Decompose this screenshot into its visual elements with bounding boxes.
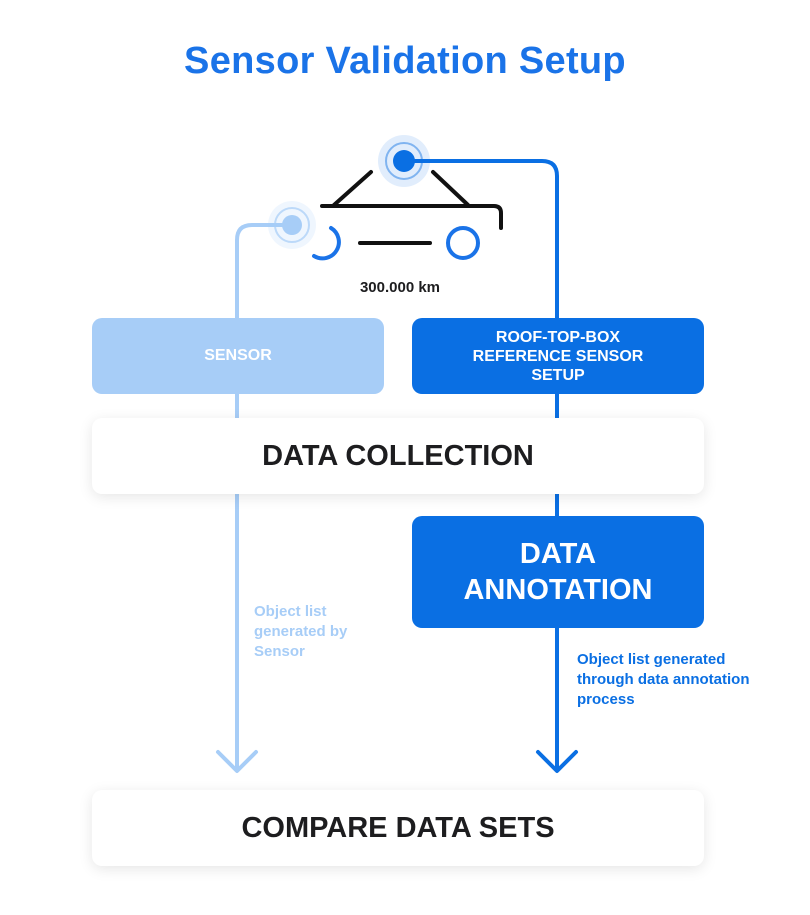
annotation-output-note: Object list generated through data annot… <box>577 651 750 708</box>
page-title: Sensor Validation Setup <box>184 40 626 82</box>
sensor-flow-line <box>235 223 294 772</box>
sensor-arrow-down-icon <box>216 750 258 773</box>
roof-signal-icon <box>378 135 430 187</box>
compare-data-sets-label: COMPARE DATA SETS <box>241 811 555 844</box>
sensor-box-label: SENSOR <box>204 347 272 364</box>
reference-flow-line <box>402 159 559 772</box>
distance-label: 300.000 km <box>359 279 441 296</box>
data-collection-label: DATA COLLECTION <box>262 439 534 472</box>
data-collection-box: DATA COLLECTION <box>92 418 704 494</box>
reference-sensor-box: ROOF-TOP-BOX REFERENCE SENSOR SETUP <box>412 318 704 394</box>
data-annotation-label: DATA ANNOTATION <box>463 538 653 606</box>
sensor-output-note: Object list generated by Sensor <box>254 603 348 660</box>
reference-box-label: ROOF-TOP-BOX REFERENCE SENSOR SETUP <box>472 328 644 384</box>
sensor-signal-icon <box>268 201 316 249</box>
car-icon <box>312 170 503 261</box>
data-annotation-box: DATA ANNOTATION <box>412 516 704 628</box>
compare-data-sets-box: COMPARE DATA SETS <box>92 790 704 866</box>
sensor-box: SENSOR <box>92 318 384 394</box>
reference-arrow-down-icon <box>536 750 578 773</box>
